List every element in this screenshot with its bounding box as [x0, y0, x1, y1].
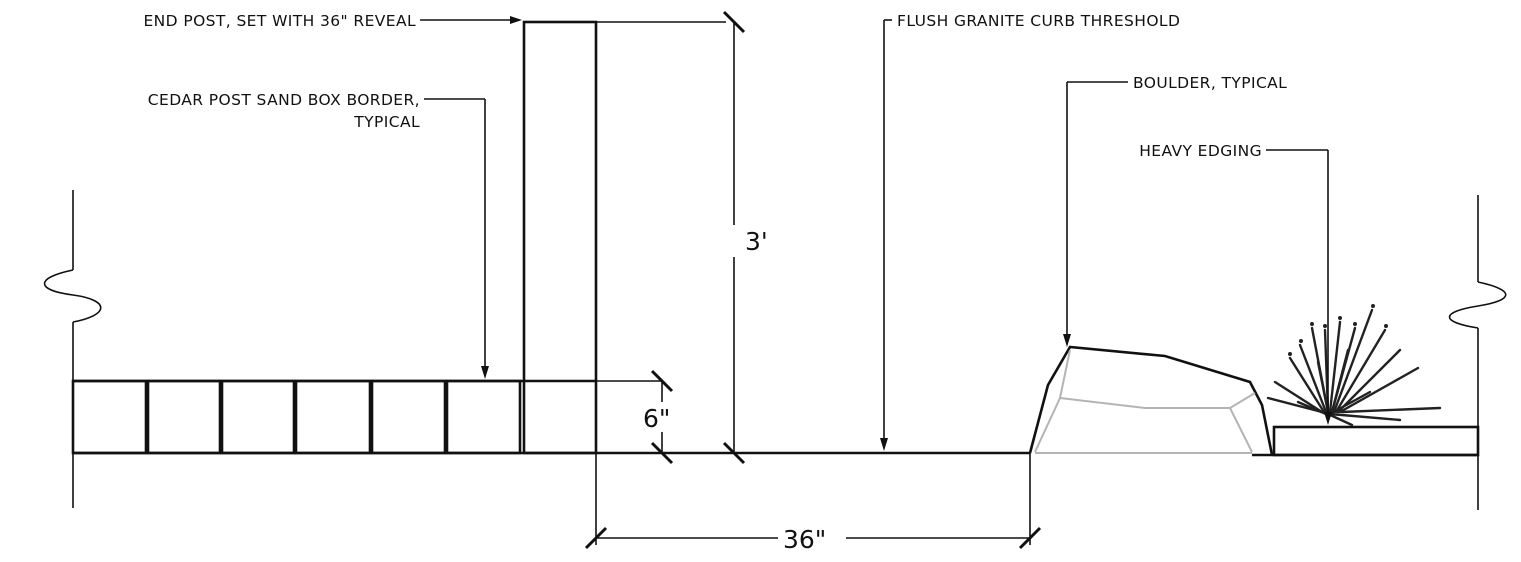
dimension-36in-text: 36"	[783, 525, 826, 554]
leader-end-post: END POST, SET WITH 36" REVEAL	[143, 12, 522, 30]
leader-granite: FLUSH GRANITE CURB THRESHOLD	[880, 12, 1180, 451]
cedar-post-border	[71, 379, 596, 455]
label-cedar-line1: CEDAR POST SAND BOX BORDER,	[148, 91, 420, 109]
label-end-post: END POST, SET WITH 36" REVEAL	[143, 12, 416, 30]
label-edging: HEAVY EDGING	[1139, 142, 1262, 160]
label-cedar-line2: TYPICAL	[353, 113, 420, 131]
ornamental-grass	[1266, 304, 1442, 427]
heavy-edging	[1252, 425, 1480, 457]
label-boulder: BOULDER, TYPICAL	[1133, 74, 1287, 92]
boulder	[1028, 345, 1274, 456]
right-break-line	[1448, 195, 1507, 510]
dimension-36in: 36"	[584, 453, 1042, 554]
leader-boulder: BOULDER, TYPICAL	[1063, 74, 1287, 347]
dimension-3ft-text: 3'	[745, 227, 768, 256]
left-break-line	[43, 190, 102, 508]
leader-cedar-post: CEDAR POST SAND BOX BORDER, TYPICAL	[148, 91, 489, 379]
dimension-6in-text: 6"	[643, 404, 670, 433]
label-granite: FLUSH GRANITE CURB THRESHOLD	[897, 12, 1180, 30]
dimension-3ft: 3'	[596, 10, 768, 465]
leader-edging: HEAVY EDGING	[1139, 142, 1332, 425]
dimension-6in: 6"	[596, 369, 682, 465]
end-post	[522, 20, 598, 455]
